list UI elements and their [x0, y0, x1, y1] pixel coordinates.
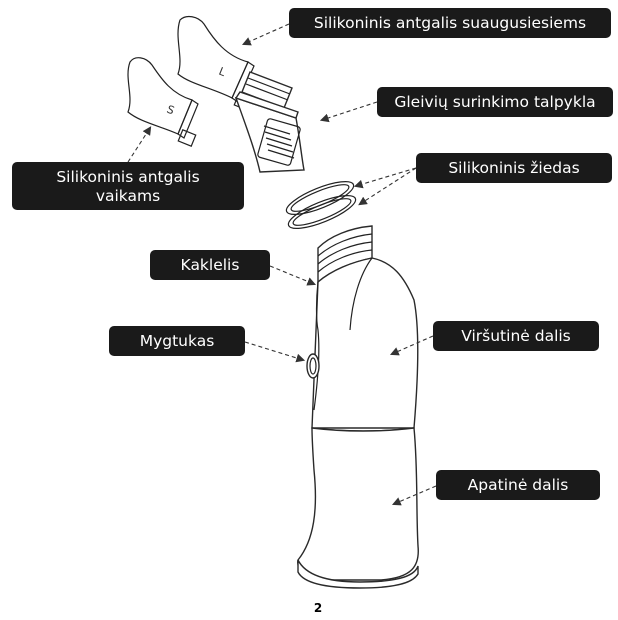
label-neck: Kaklelis: [150, 250, 270, 280]
leader-ring-2: [360, 168, 416, 204]
page-number: 2: [314, 601, 322, 615]
leader-neck: [270, 266, 314, 284]
svg-text:Viršutinė dalis: Viršutinė dalis: [461, 327, 571, 345]
label-ring: Silikoninis žiedas: [416, 153, 612, 183]
svg-text:vaikams: vaikams: [96, 187, 160, 205]
silicone-rings: [283, 175, 359, 235]
child-silicone-tip: S: [128, 58, 198, 146]
aspirator-body: [298, 226, 419, 588]
mucus-collection-container: [236, 72, 304, 172]
svg-text:Kaklelis: Kaklelis: [181, 256, 240, 274]
svg-text:Gleivių surinkimo talpykla: Gleivių surinkimo talpykla: [394, 93, 595, 111]
label-upper: Viršutinė dalis: [433, 321, 599, 351]
label-lower: Apatinė dalis: [436, 470, 600, 500]
svg-text:Silikoninis žiedas: Silikoninis žiedas: [448, 159, 579, 177]
label-collector: Gleivių surinkimo talpykla: [377, 87, 613, 117]
tip-letter-small: S: [165, 103, 176, 118]
label-button: Mygtukas: [109, 326, 245, 356]
svg-text:Silikoninis antgalis suaugusie: Silikoninis antgalis suaugusiesiems: [314, 14, 586, 32]
label-child-tip: Silikoninis antgalis vaikams: [12, 162, 244, 210]
svg-text:Mygtukas: Mygtukas: [140, 332, 215, 350]
leader-button: [245, 342, 303, 360]
svg-text:Apatinė dalis: Apatinė dalis: [468, 476, 569, 494]
leader-ring-1: [356, 168, 416, 186]
leader-collector: [322, 102, 377, 120]
label-adult-tip: Silikoninis antgalis suaugusiesiems: [289, 8, 611, 38]
svg-text:Silikoninis antgalis: Silikoninis antgalis: [56, 168, 199, 186]
tip-letter-large: L: [217, 65, 228, 80]
leader-child-tip: [128, 128, 150, 162]
leader-adult-tip: [244, 24, 289, 44]
